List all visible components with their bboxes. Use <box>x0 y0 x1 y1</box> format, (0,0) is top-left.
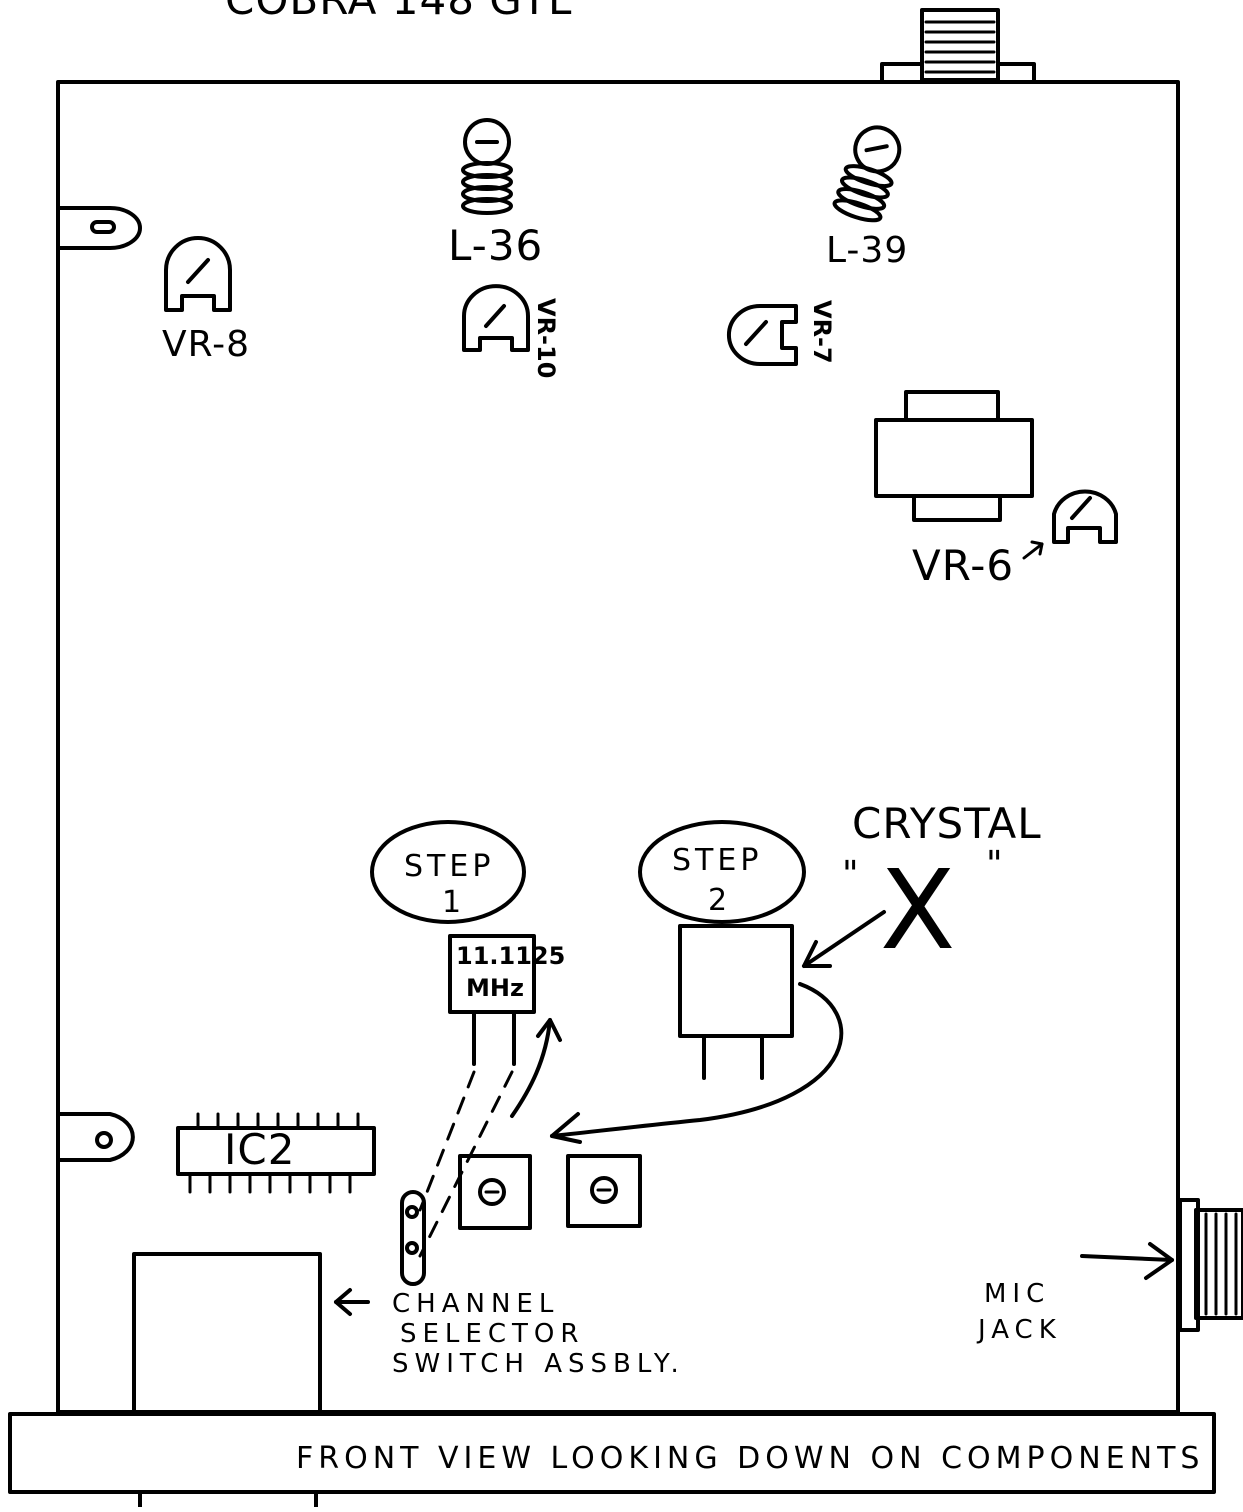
step-2-label: STEP <box>672 843 762 878</box>
trimpot-vr10 <box>462 284 530 352</box>
mic-jack-label-line2: JACK <box>976 1315 1062 1345</box>
front-panel-caption: FRONT VIEW LOOKING DOWN ON COMPONENTS <box>296 1441 1204 1476</box>
diagram-title: COBRA 148 GTL <box>225 0 572 24</box>
vr6-pointer-arrow <box>1022 540 1044 560</box>
crystal-pointer-arrow <box>802 910 886 968</box>
step-2-bubble: STEP 2 <box>638 820 806 924</box>
channel-selector-label-line3: SWITCH ASSBLY. <box>392 1349 685 1379</box>
channel-selector-label-line2: SELECTOR <box>400 1319 584 1349</box>
trimpot-vr8-label: VR-8 <box>162 324 250 365</box>
crystal-unit: MHz <box>466 974 524 1002</box>
channel-selector-switch <box>400 1190 426 1286</box>
transformer <box>874 390 1034 522</box>
trimpot-vr8 <box>164 236 232 312</box>
remove-arrow <box>550 982 844 1144</box>
dashed-guide-right <box>418 1070 514 1258</box>
ic2-chip: IC2 <box>176 1112 376 1194</box>
crystal-x-mark: X <box>880 846 955 974</box>
channel-selector-arrow <box>334 1288 370 1316</box>
step-1-label: STEP <box>404 849 494 884</box>
crystal-11-1125-mhz: 11.1125 MHz <box>448 934 565 1066</box>
antenna-connector <box>880 8 1036 82</box>
crystal-frequency: 11.1125 <box>456 942 565 970</box>
mic-jack-arrow <box>1080 1242 1174 1280</box>
coil-l39-label: L-39 <box>826 230 908 271</box>
mic-jack-connector <box>1178 1198 1243 1332</box>
front-panel <box>8 1412 1216 1494</box>
insert-arrow <box>510 1018 562 1118</box>
crystal-callout-label: CRYSTAL <box>852 799 1042 848</box>
trimpot-vr10-label: VR-10 <box>532 298 560 378</box>
crystal-quote-right: " <box>986 844 1004 885</box>
mounting-tab-top <box>56 206 142 250</box>
mounting-tab-bottom <box>56 1112 135 1162</box>
trimmer-socket-2 <box>566 1154 642 1228</box>
coil-l36 <box>461 118 513 215</box>
step-2-number: 2 <box>708 883 731 918</box>
coil-l39 <box>832 125 902 223</box>
dashed-guide-left <box>418 1070 476 1212</box>
coil-l36-label: L-36 <box>448 221 543 270</box>
trimmer-socket-1 <box>458 1154 532 1230</box>
ic2-label: IC2 <box>224 1125 295 1174</box>
channel-selector-block <box>132 1252 322 1414</box>
trimpot-vr7-label: VR-7 <box>808 300 836 364</box>
trimpot-vr6-label: VR-6 <box>912 541 1014 590</box>
step-1-bubble: STEP 1 <box>370 820 526 924</box>
crystal-x-location <box>678 924 794 1080</box>
circuit-board-outline <box>56 80 1180 1414</box>
crystal-quote-left: " <box>842 854 860 895</box>
trimpot-vr7 <box>726 304 798 366</box>
trimpot-vr6 <box>1052 489 1118 544</box>
mic-jack-label-line1: MIC <box>984 1279 1050 1309</box>
step-1-number: 1 <box>442 885 465 920</box>
channel-selector-label-line1: CHANNEL <box>392 1289 559 1319</box>
